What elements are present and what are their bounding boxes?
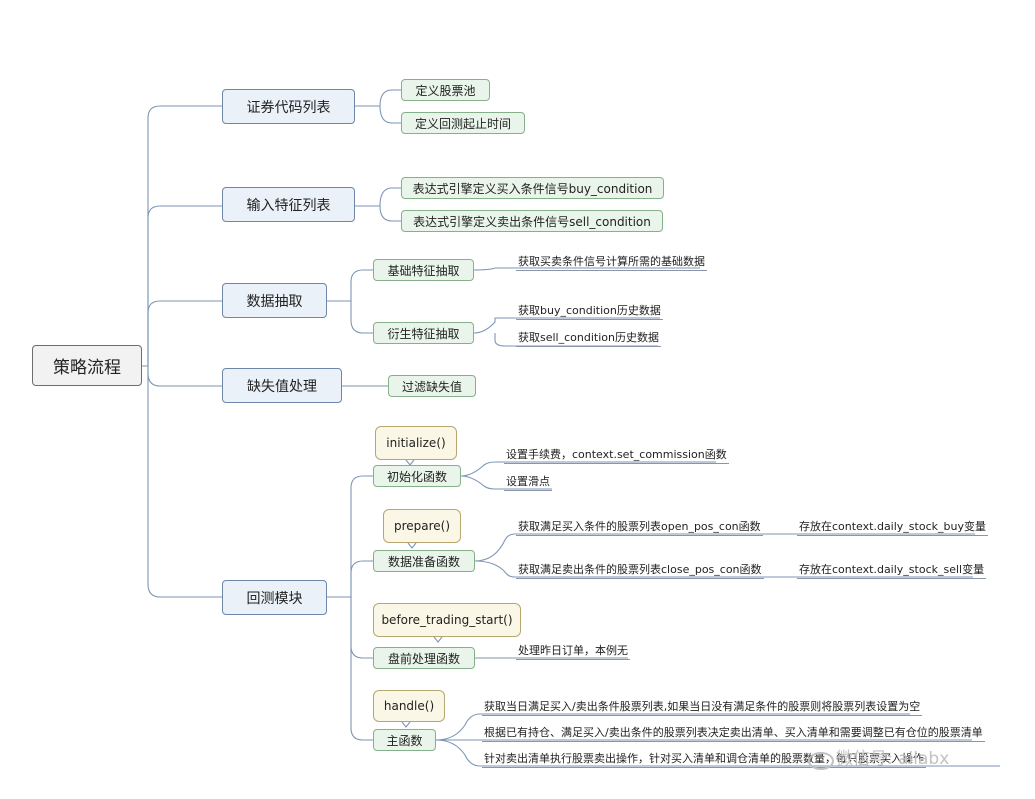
extraction-derived-leaf-buy: 获取buy_condition历史数据 — [516, 304, 663, 320]
before-fn-callout: before_trading_start() — [373, 603, 521, 637]
main-leaf-2: 根据已有持仓、满足买入/卖出条件的股票列表决定卖出清单、买入清单和需要调整已有仓… — [482, 726, 985, 742]
init-fn-callout: initialize() — [375, 426, 457, 460]
init-node: 初始化函数 — [373, 465, 461, 487]
prepare-leaf-open: 获取满足买入条件的股票列表open_pos_con函数 — [516, 520, 763, 536]
features-node: 输入特征列表 — [222, 187, 355, 222]
init-leaf-slippage: 设置滑点 — [504, 475, 552, 491]
main-node: 主函数 — [373, 729, 436, 751]
before-leaf: 处理昨日订单，本例无 — [516, 644, 630, 660]
missing-node: 缺失值处理 — [222, 368, 342, 403]
prepare-node: 数据准备函数 — [373, 550, 475, 572]
prepare-leaf-close: 获取满足卖出条件的股票列表close_pos_con函数 — [516, 563, 764, 579]
watermark: 微信号: ailabx — [836, 749, 950, 769]
prepare-store-buy: 存放在context.daily_stock_buy变量 — [797, 520, 988, 536]
features-child-sell: 表达式引擎定义卖出条件信号sell_condition — [401, 210, 663, 232]
before-node: 盘前处理函数 — [373, 647, 475, 669]
extraction-node: 数据抽取 — [222, 283, 327, 318]
main-fn-callout: handle() — [373, 690, 445, 722]
securities-node: 证券代码列表 — [222, 89, 355, 124]
extraction-basic-leaf: 获取买卖条件信号计算所需的基础数据 — [516, 255, 707, 271]
extraction-derived-node: 衍生特征抽取 — [373, 322, 474, 344]
securities-child-time-range: 定义回测起止时间 — [401, 112, 525, 134]
root-node: 策略流程 — [32, 345, 142, 386]
missing-child-filter: 过滤缺失值 — [388, 375, 476, 397]
prepare-store-sell: 存放在context.daily_stock_sell变量 — [797, 563, 987, 579]
wechat-icon — [808, 752, 834, 770]
main-leaf-1: 获取当日满足买入/卖出条件股票列表,如果当日没有满足条件的股票则将股票列表设置为… — [482, 700, 923, 716]
extraction-derived-leaf-sell: 获取sell_condition历史数据 — [516, 331, 661, 347]
securities-child-stock-pool: 定义股票池 — [401, 79, 490, 101]
features-child-buy: 表达式引擎定义买入条件信号buy_condition — [401, 177, 664, 199]
extraction-basic-node: 基础特征抽取 — [373, 259, 474, 281]
init-leaf-commission: 设置手续费，context.set_commission函数 — [504, 448, 729, 464]
prepare-fn-callout: prepare() — [383, 509, 461, 543]
backtest-node: 回测模块 — [222, 580, 327, 615]
